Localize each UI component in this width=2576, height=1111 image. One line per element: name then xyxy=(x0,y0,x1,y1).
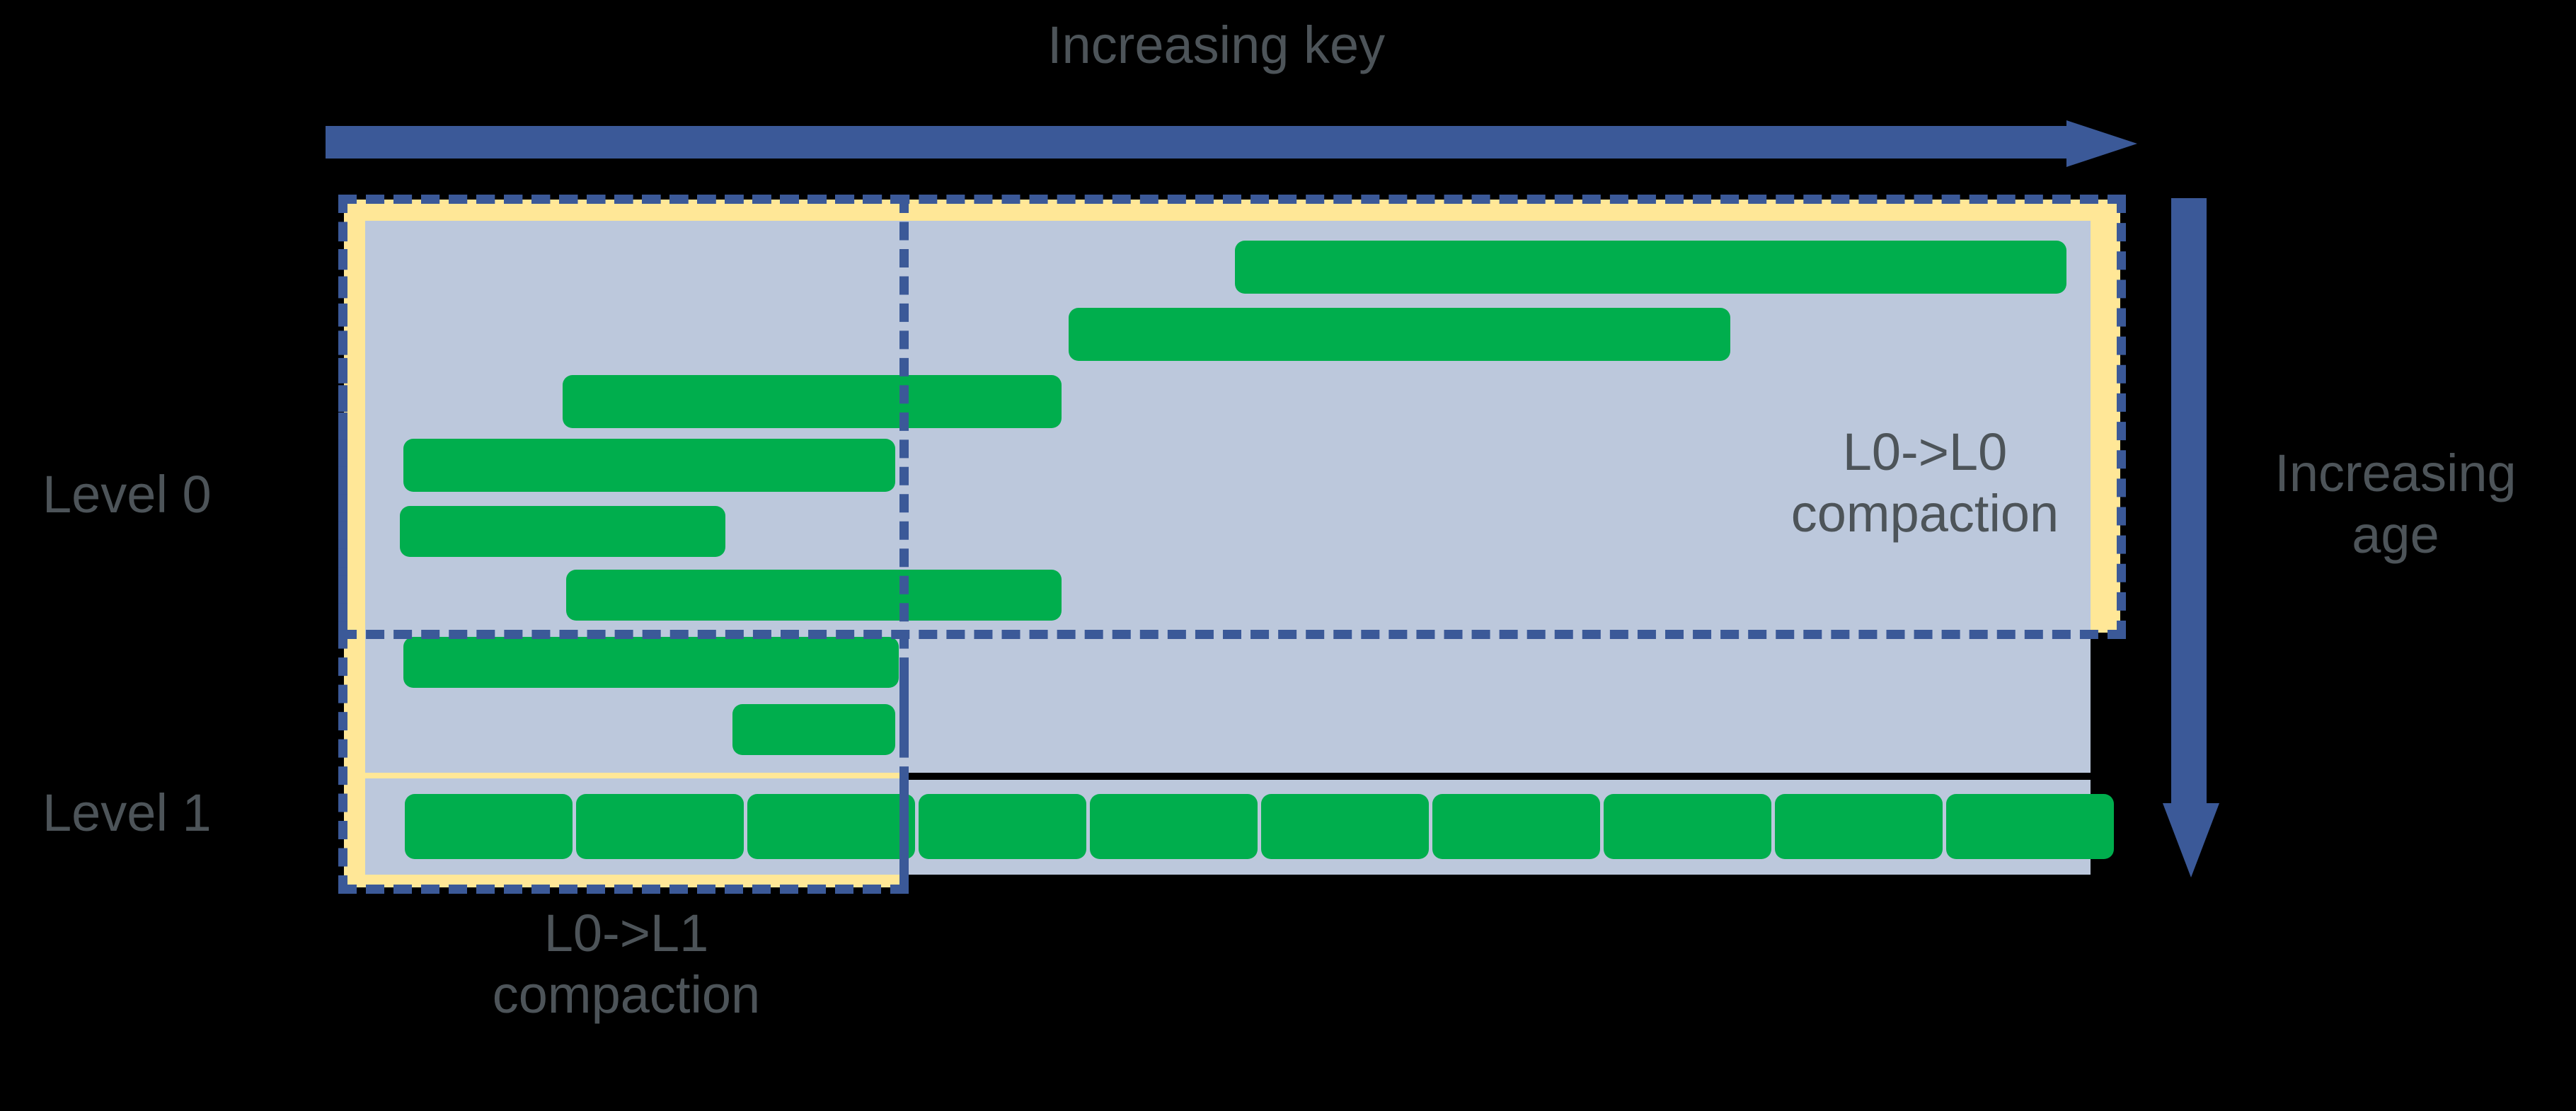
sstable-l1-2 xyxy=(576,794,744,859)
increasing-age-label: Increasing age xyxy=(2275,444,2517,565)
sstable-l1-1 xyxy=(405,794,573,859)
level-1-label: Level 1 xyxy=(42,783,212,842)
increasing-key-label: Increasing key xyxy=(1047,16,1386,74)
l0-to-l1-inner-boundary-tick-upper xyxy=(899,658,909,743)
increasing-key-arrow xyxy=(326,120,2137,167)
sstable-l1-3 xyxy=(747,794,915,859)
sstable-l0-5 xyxy=(400,506,725,557)
sstable-l0-7 xyxy=(403,637,899,688)
l0-to-l1-compaction-label: L0->L1 compaction xyxy=(492,904,761,1025)
sstable-l1-4 xyxy=(919,794,1086,859)
sstable-l0-3 xyxy=(563,375,1062,428)
sstable-l1-6 xyxy=(1261,794,1429,859)
sstable-l0-4 xyxy=(403,439,895,492)
sstable-l1-7 xyxy=(1432,794,1600,859)
arrow-head-down-icon xyxy=(2163,803,2219,877)
increasing-age-arrow xyxy=(2163,198,2219,877)
l0-to-l1-selection-outline xyxy=(338,195,909,894)
l0-to-l0-compaction-label: L0->L0 compaction xyxy=(1790,422,2059,543)
sstable-l0-1 xyxy=(1235,241,2066,294)
l0-to-l1-inner-boundary-tick-lower xyxy=(899,768,909,892)
sstable-l1-10 xyxy=(1946,794,2114,859)
sstable-l1-8 xyxy=(1604,794,1771,859)
level-0-label: Level 0 xyxy=(42,465,212,524)
arrow-head-right-icon xyxy=(2066,120,2137,167)
arrow-shaft xyxy=(326,126,2081,159)
sstable-l0-8 xyxy=(732,704,895,755)
sstable-l1-9 xyxy=(1775,794,1943,859)
sstable-l0-6 xyxy=(566,570,1062,621)
arrow-shaft xyxy=(2171,198,2207,814)
sstable-l1-5 xyxy=(1090,794,1258,859)
sstable-l0-2 xyxy=(1069,308,1730,361)
level-divider-line xyxy=(903,773,2120,780)
